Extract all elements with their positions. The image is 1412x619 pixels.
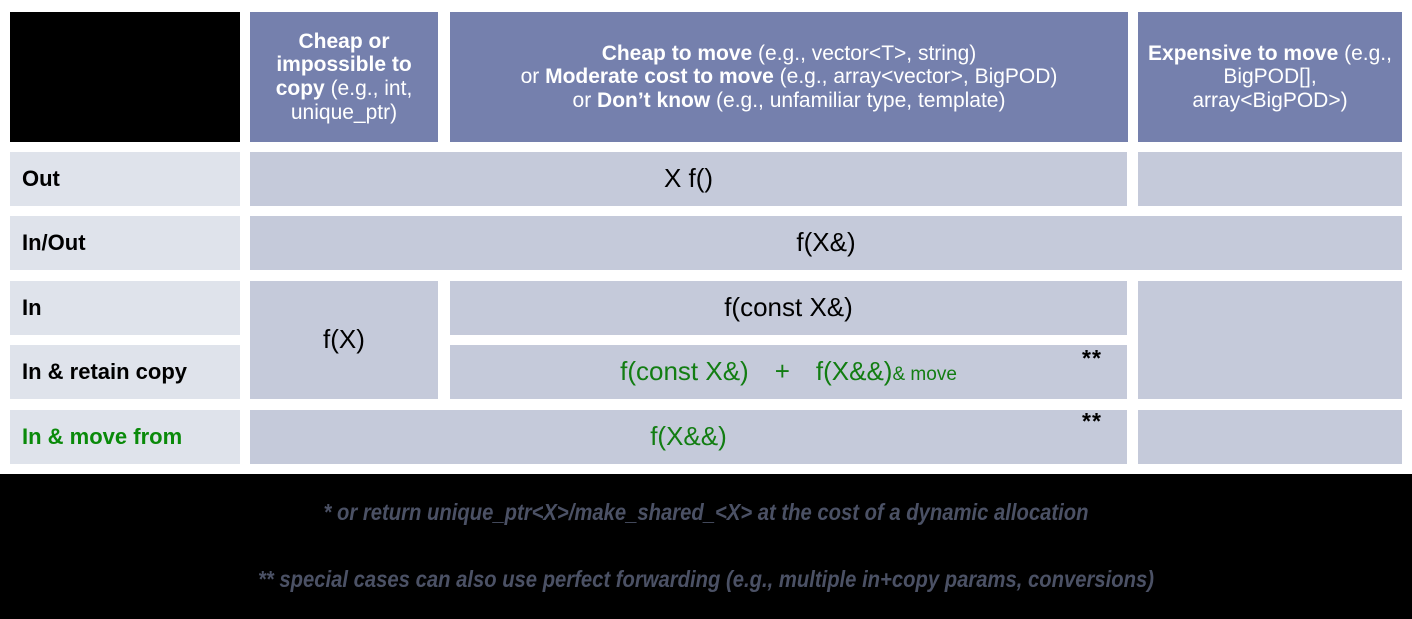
cell-move-from-signature: f(X&&) — [250, 410, 1127, 464]
header-cheap-to-move: Cheap to move (e.g., vector<T>, string) … — [450, 12, 1128, 142]
retain-plus: + — [774, 356, 790, 387]
header-cheap-or-impossible-to-copy: Cheap or impossible to copy (e.g., int, … — [250, 12, 438, 142]
cell-in-const-ref-text: f(const X&) — [724, 292, 853, 323]
header-col1-text: Cheap or impossible to copy (e.g., int, … — [275, 29, 413, 124]
header-col2-line3: or Don’t know (e.g., unfamiliar type, te… — [572, 88, 1006, 112]
footnote-marker-move-from-text: ** — [1082, 408, 1102, 434]
cell-expensive-move-from — [1138, 410, 1402, 464]
footnote-band — [0, 474, 1412, 619]
footnote-marker-move-from: ** — [1082, 408, 1102, 435]
row-label-out: Out — [10, 152, 240, 206]
cell-retain-copy-signatures: f(const X&) + f(X&&)& move — [450, 345, 1127, 399]
cell-in-const-ref: f(const X&) — [450, 281, 1127, 335]
cell-move-from-signature-text: f(X&&) — [650, 421, 727, 452]
retain-rvalue-ref: f(X&&) — [815, 356, 893, 387]
row-label-out-text: Out — [22, 165, 60, 191]
cell-in-cheap-copy: f(X) — [250, 281, 438, 399]
retain-const-ref: f(const X&) — [620, 356, 749, 387]
footnote-two: ** special cases can also use perfect fo… — [258, 566, 1154, 592]
row-label-in-text: In — [22, 294, 42, 320]
row-label-in-retain-copy-text: In & retain copy — [22, 358, 188, 384]
corner-black-box — [10, 12, 240, 142]
cell-out-signature-text: X f() — [663, 163, 714, 194]
header-expensive-to-move: Expensive to move (e.g., BigPOD[], array… — [1138, 12, 1402, 142]
cell-expensive-in-retain — [1138, 281, 1402, 399]
row-label-in-out: In/Out — [10, 216, 240, 270]
row-label-in-retain-copy: In & retain copy — [10, 345, 240, 399]
footnote-marker-retain-copy: ** — [1082, 345, 1102, 372]
cell-expensive-out-inout — [1138, 152, 1402, 206]
row-label-in-out-text: In/Out — [22, 229, 86, 255]
row-label-in: In — [10, 281, 240, 335]
row-label-in-move-from: In & move from — [10, 410, 240, 464]
footnote-marker-retain-copy-text: ** — [1082, 345, 1102, 371]
header-col2-line2: or Moderate cost to move (e.g., array<ve… — [520, 65, 1058, 89]
retain-and-move: & move — [892, 364, 957, 386]
cell-in-cheap-copy-text: f(X) — [323, 324, 365, 355]
cell-retain-copy-inner: f(const X&) + f(X&&)& move — [620, 357, 957, 386]
cell-in-out-signature: f(X&) — [250, 216, 1402, 270]
header-col2-line1: Cheap to move (e.g., vector<T>, string) — [601, 41, 977, 65]
row-label-in-move-from-text: In & move from — [22, 423, 183, 449]
footnote-one: * or return unique_ptr<X>/make_shared_<X… — [323, 499, 1089, 525]
cell-out-signature: X f() — [250, 152, 1127, 206]
header-col3-text: Expensive to move (e.g., BigPOD[], array… — [1148, 41, 1392, 112]
cell-in-out-signature-text: f(X&) — [796, 227, 856, 258]
